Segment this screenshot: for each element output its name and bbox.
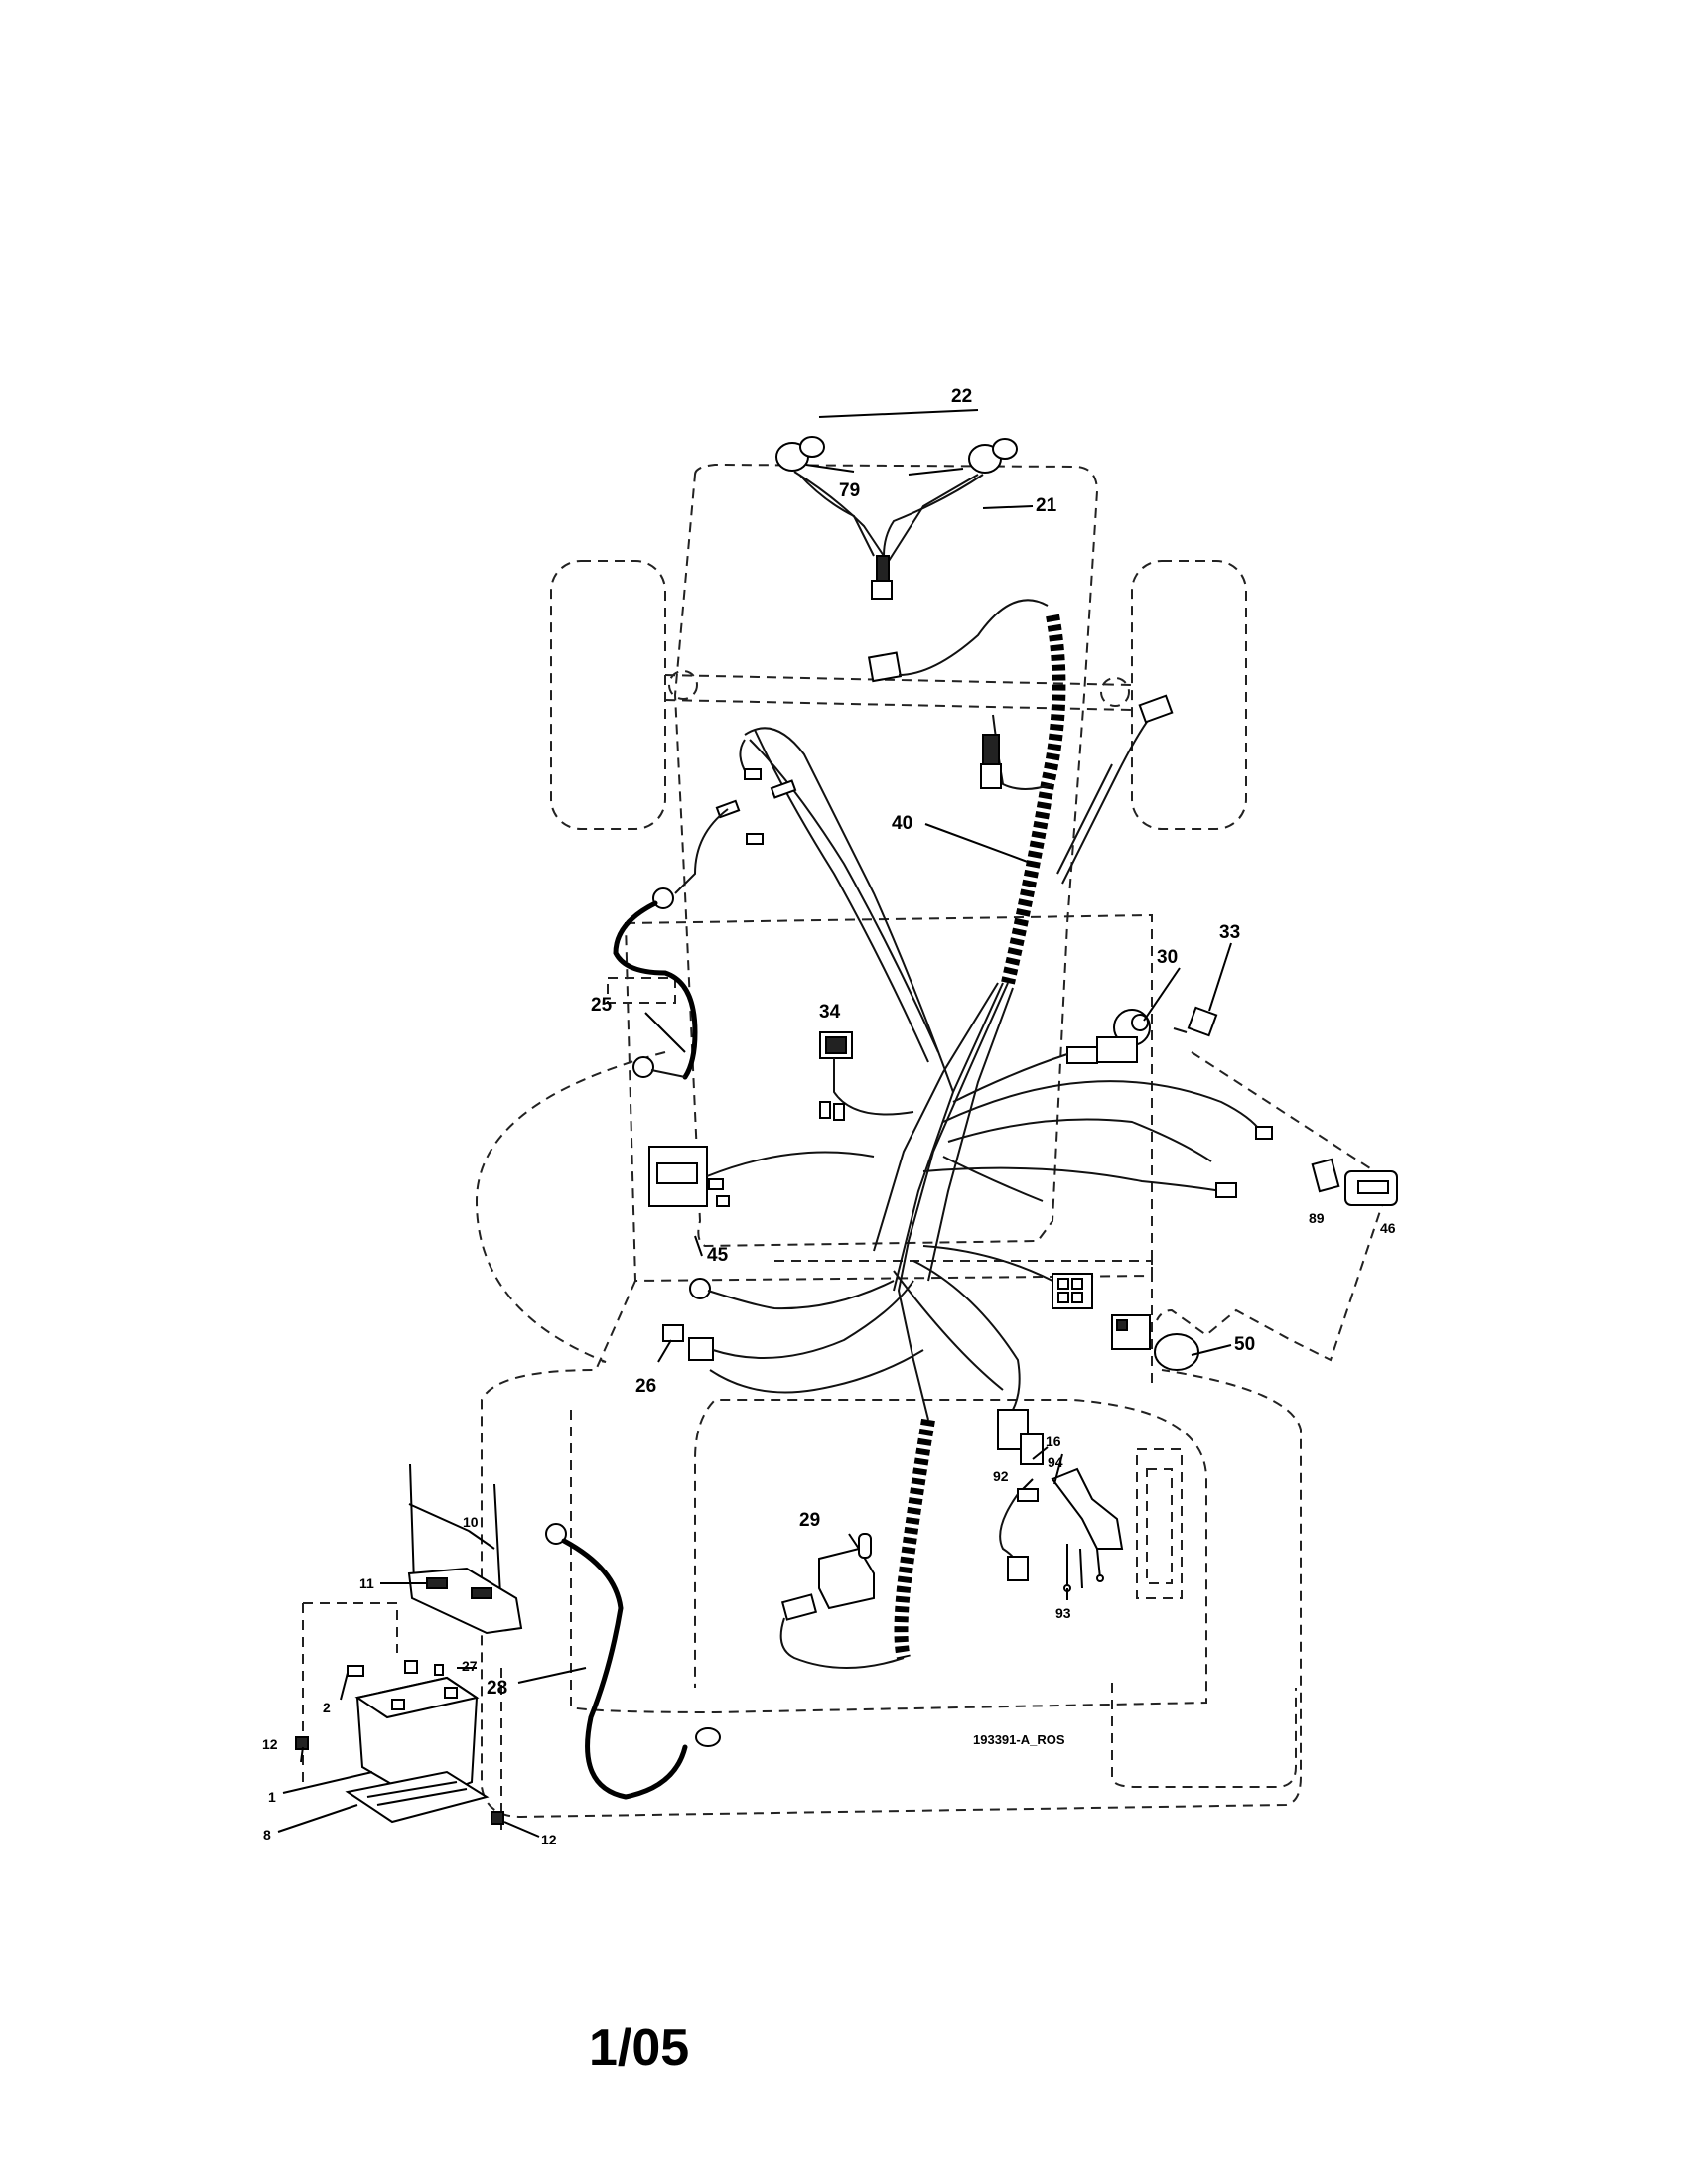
callout-25: 25 [591,995,613,1016]
main-harness [744,599,1174,1660]
callout-11: 11 [359,1575,374,1591]
page-number: 1/05 [589,2019,689,2077]
callout-89: 89 [1309,1210,1325,1226]
pto-switch-50 [1111,1314,1199,1371]
headlight-assembly [775,436,1018,683]
tractor-outline [302,463,1392,1837]
callout-50: 50 [1234,1334,1255,1355]
battery-tray [345,1770,490,1824]
callout-45: 45 [707,1245,729,1266]
switch-34 [819,1031,914,1121]
callout-92: 92 [993,1468,1009,1484]
battery-hold-down [407,1463,523,1635]
callout-16: 16 [1046,1433,1061,1449]
right-branches [922,1080,1273,1202]
brake-switch-29 [779,1533,905,1669]
callout-1: 1 [268,1789,276,1805]
callout-8: 8 [263,1827,271,1843]
callout-10: 10 [463,1514,479,1530]
relay-33 [1173,1006,1218,1037]
callout-27: 27 [462,1658,478,1674]
ground-terminal [689,1278,895,1310]
callout-79: 79 [839,480,860,501]
callout-34: 34 [819,1002,841,1023]
leader-lines [277,409,1232,1838]
plug-89 [1311,1158,1340,1193]
upper-left-connectors [674,739,797,894]
battery-cable-28 [545,1523,721,1800]
hour-meter-45 [648,1146,875,1207]
callout-40: 40 [892,813,912,834]
callout-2: 2 [323,1700,331,1715]
callout-30: 30 [1157,947,1178,968]
callout-29: 29 [799,1510,820,1531]
fuse-holder-26 [662,1280,924,1394]
callout-12-left: 12 [262,1736,278,1752]
callout-12-right: 12 [541,1832,557,1847]
callout-labels: 22 79 21 40 33 30 25 34 45 89 46 50 26 1… [262,386,1396,1847]
ignition-switch-30 [952,1009,1151,1103]
display-46 [1344,1170,1398,1206]
drawing-code: 193391-A_ROS [973,1732,1065,1747]
callout-21: 21 [1036,495,1057,516]
battery [354,1676,480,1804]
seat-switch-assembly [999,1433,1124,1592]
callout-28: 28 [487,1678,507,1699]
callout-26: 26 [635,1376,656,1397]
callout-33: 33 [1219,922,1240,943]
ground-cable-25 [613,887,698,1080]
callout-93: 93 [1055,1605,1071,1621]
callout-22: 22 [951,386,972,407]
callout-94: 94 [1048,1454,1063,1470]
callout-46: 46 [1380,1220,1396,1236]
